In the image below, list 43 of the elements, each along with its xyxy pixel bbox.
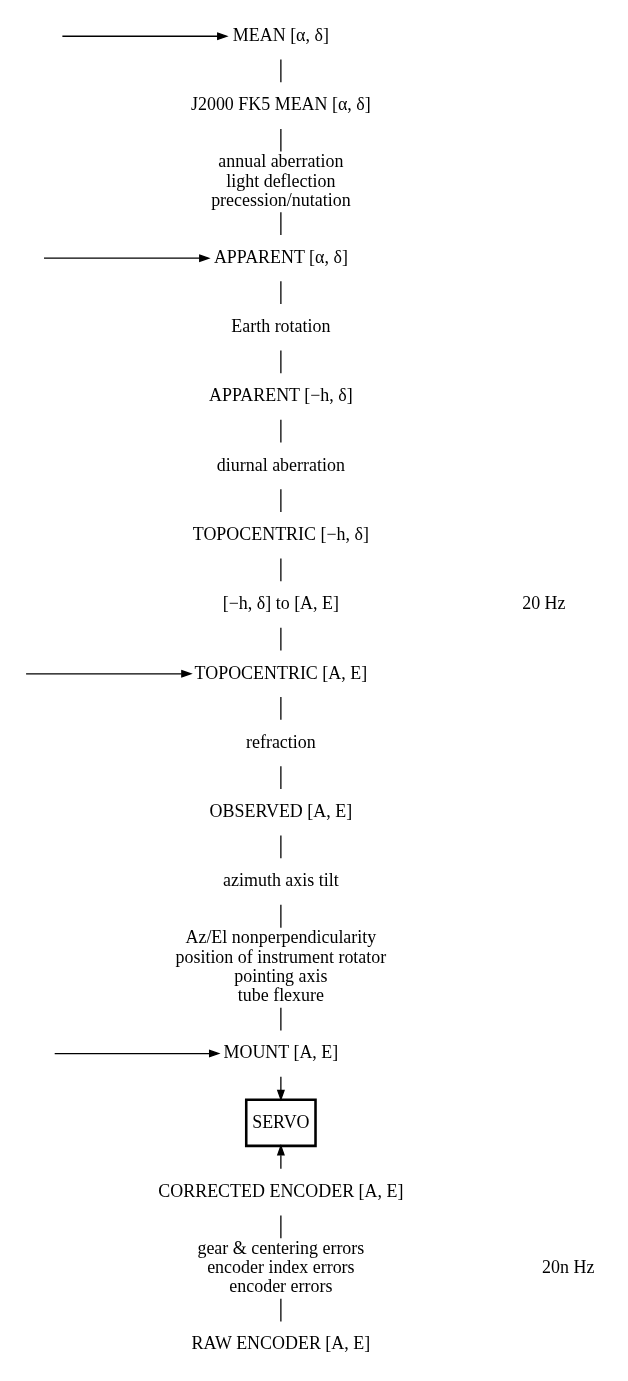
node-text: APPARENT [−h, δ] [209,385,353,406]
arrow [61,32,229,41]
connector [280,627,282,652]
node-text: annual aberration light deflection precession/nutation [211,151,351,210]
connector [280,419,282,444]
arrow [276,1076,285,1102]
connector [280,128,282,153]
node-text: TOPOCENTRIC [−h, δ] [192,524,369,545]
label: 20 Hz [522,593,566,614]
connector [280,765,282,790]
connector [280,58,282,83]
node-box: SERVO [244,1098,317,1148]
node-text: Earth rotation [231,316,331,337]
arrow [43,254,211,263]
node-text: TOPOCENTRIC [A, E] [194,662,368,683]
connector [280,1298,282,1323]
node-text: J2000 FK5 MEAN [α, δ] [190,94,371,115]
connector [280,280,282,305]
node-text: CORRECTED ENCODER [A, E] [158,1180,404,1201]
node-text: APPARENT [α, δ] [213,246,348,267]
node-text: azimuth axis tilt [223,870,339,891]
connector [280,211,282,236]
connector [280,696,282,721]
node-text: MEAN [α, δ] [232,25,329,45]
label: 20n Hz [542,1257,595,1278]
connector [280,488,282,513]
node-text: RAW ENCODER [A, E] [191,1333,371,1354]
connector [280,834,282,859]
node-text: [−h, δ] to [A, E] [222,593,339,614]
connector [280,1007,282,1032]
node-text: gear & centering errors encoder index errors encoder errors [197,1237,365,1297]
node-text: refraction [246,731,316,752]
node-text: MOUNT [A, E] [223,1042,339,1063]
connector [280,904,282,929]
arrow [25,669,193,678]
arrow [276,1144,285,1170]
connector [280,1214,282,1239]
connector [280,557,282,582]
node-text: Az/El nonperpendicularity position of instrument rotator pointing axis tube flexure [175,927,387,1006]
node-text: OBSERVED [A, E] [209,801,353,822]
connector [280,349,282,374]
arrow [54,1049,221,1058]
node-text: diurnal aberration [216,454,345,475]
